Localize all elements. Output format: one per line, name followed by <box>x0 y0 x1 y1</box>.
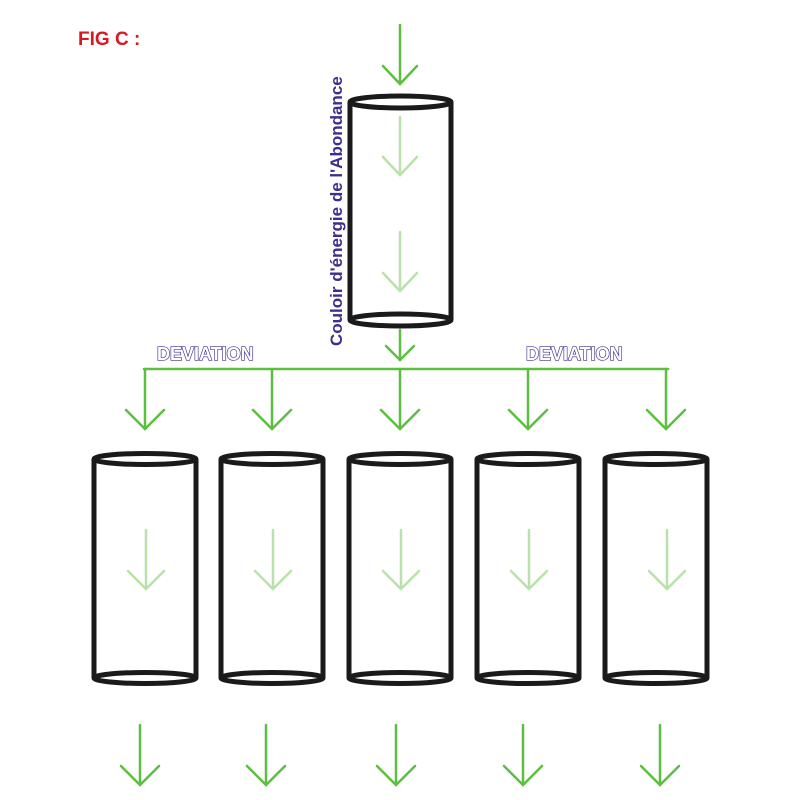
top-incoming-arrow <box>381 23 419 86</box>
inner-arrow <box>647 528 687 591</box>
bottom-cylinder <box>346 451 454 686</box>
branch-arrow <box>379 367 421 431</box>
branch-arrow <box>507 367 549 431</box>
inner-arrow <box>126 528 166 591</box>
bottom-cylinder <box>602 451 710 686</box>
bottom-cylinder <box>474 451 582 686</box>
top-cylinder-inner-arrows <box>381 115 419 293</box>
outgoing-arrow <box>375 723 417 787</box>
top-cylinder <box>347 93 454 329</box>
branch-arrows <box>124 367 687 431</box>
branch-arrow <box>124 367 166 431</box>
outgoing-arrow <box>245 723 287 787</box>
bottom-outgoing-arrows <box>119 723 681 787</box>
inner-arrow <box>253 528 293 591</box>
bottom-cylinder <box>91 451 199 686</box>
bottom-cylinder-inner-arrows <box>126 528 687 591</box>
inner-arrow <box>381 528 421 591</box>
inner-arrow <box>509 528 549 591</box>
corridor-label: Couloir d'énergie de l'Abondance <box>327 76 346 346</box>
branch-arrow <box>251 367 293 431</box>
outgoing-arrow <box>119 723 161 787</box>
outgoing-arrow <box>639 723 681 787</box>
deviation-label-left: DEVIATION <box>157 344 254 364</box>
top-outgoing-arrow <box>384 328 416 362</box>
branch-arrow <box>645 367 687 431</box>
outgoing-arrow <box>502 723 544 787</box>
figure-label: FIG C : <box>78 29 140 50</box>
bottom-cylinder <box>218 451 326 686</box>
deviation-label-right: DEVIATION <box>526 344 623 364</box>
bottom-cylinders <box>91 451 710 686</box>
